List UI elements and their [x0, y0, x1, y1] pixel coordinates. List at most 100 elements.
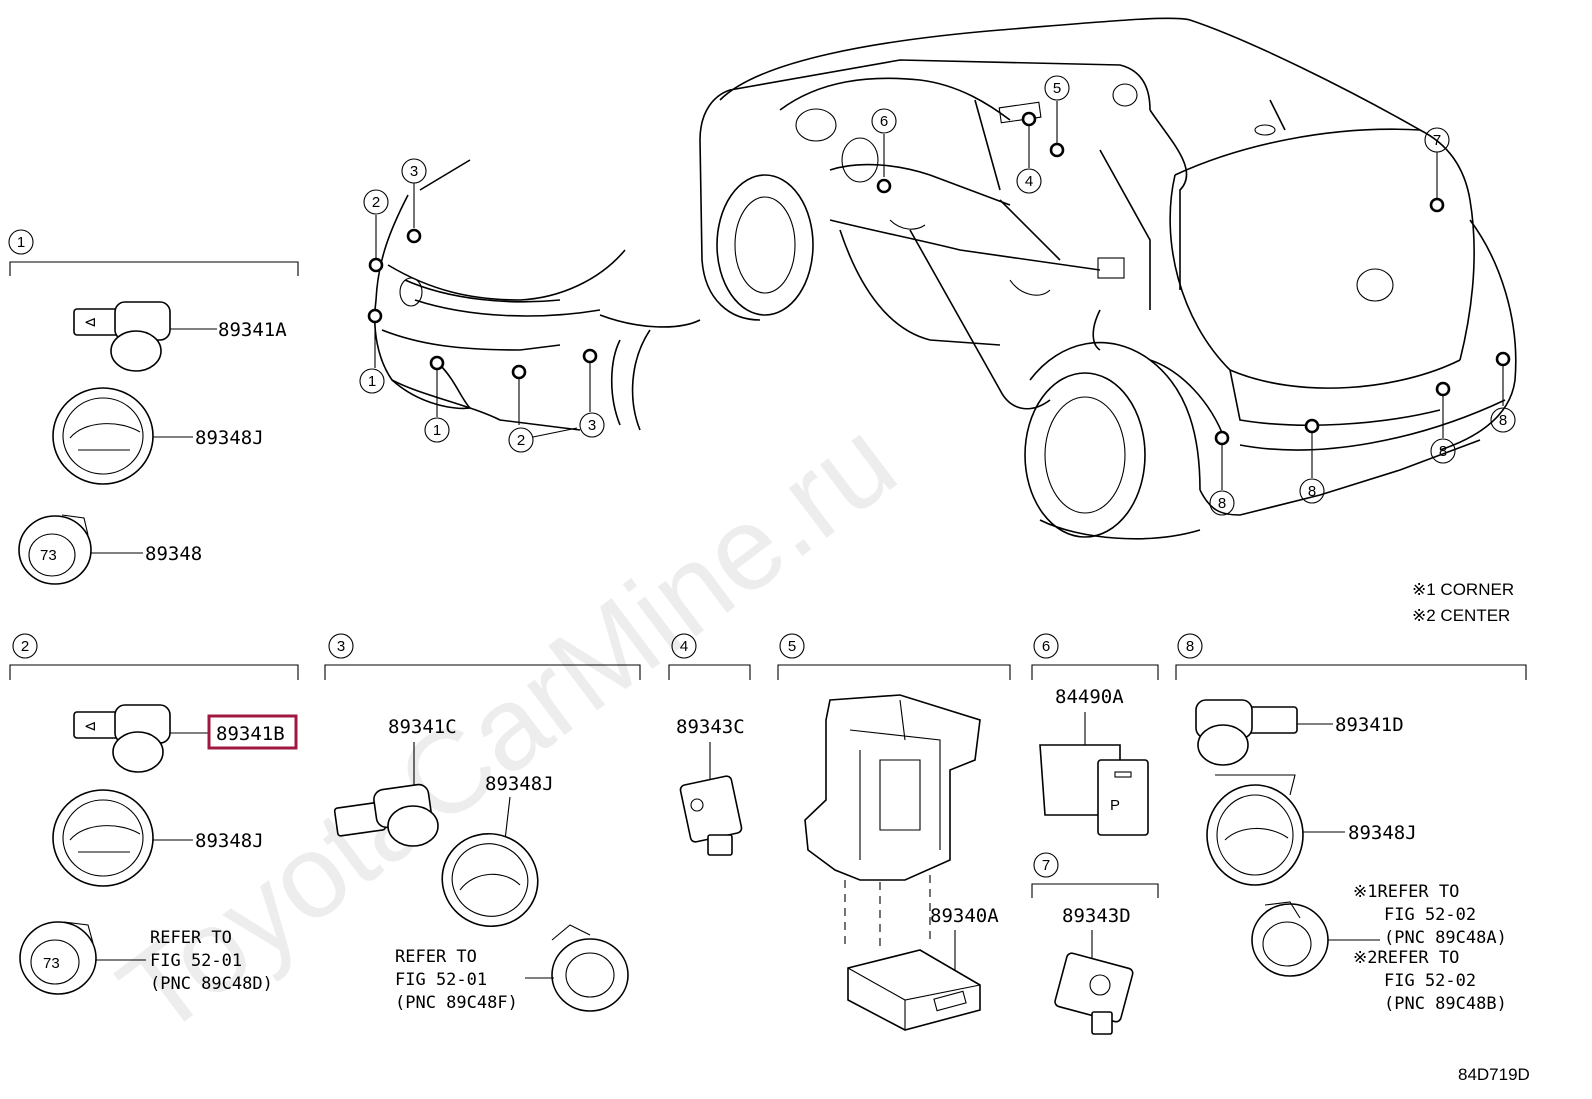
part-number-89341D[interactable]: 89341D — [1335, 714, 1404, 736]
sensor-89343D-drawing — [1054, 952, 1134, 1035]
svg-text:4: 4 — [1025, 173, 1033, 190]
refer-pnc-g8b: (PNC 89C48B) — [1384, 994, 1507, 1014]
sensor-89341A-drawing: ⊲ — [73, 301, 171, 372]
part-number-89348[interactable]: 89348 — [145, 543, 202, 565]
car-dot-5 — [1049, 142, 1065, 158]
front-sensor-dot-6 — [406, 228, 422, 244]
svg-text:6: 6 — [880, 113, 888, 130]
svg-text:8: 8 — [1439, 443, 1447, 460]
svg-text:2: 2 — [517, 432, 525, 449]
svg-text:5: 5 — [788, 638, 796, 655]
car-dot-8c — [1435, 381, 1451, 397]
sensor-89341B-drawing: ⊲ — [73, 704, 171, 773]
refer-fig-g8a[interactable]: FIG 52-02 — [1384, 905, 1476, 925]
callout-car-8b: 8 — [1299, 478, 1325, 504]
bezel-89348-drawing: 73 — [18, 514, 92, 585]
svg-text:8: 8 — [1186, 638, 1194, 655]
part-number-89343D[interactable]: 89343D — [1062, 905, 1131, 927]
refer-fig-g3[interactable]: FIG 52-01 — [395, 970, 487, 990]
group-3: 3 89341C 89348J REFER TO FIG 52-01 (PNC … — [324, 633, 641, 1013]
refer-fig-g2[interactable]: FIG 52-01 — [150, 951, 242, 971]
group-3-number: 3 — [328, 633, 354, 659]
bezel-89C48F-drawing — [551, 924, 629, 1012]
group-5-number: 5 — [779, 633, 805, 659]
module-89340A-drawing — [847, 949, 981, 1031]
part-number-89341A[interactable]: 89341A — [218, 319, 287, 341]
group-4: 4 89343C — [668, 633, 751, 856]
front-sensor-dot-5 — [368, 257, 384, 273]
car-dot-6 — [876, 178, 892, 194]
part-number-89348J-g2[interactable]: 89348J — [195, 830, 264, 852]
callout-car-8d: 8 — [1490, 407, 1516, 433]
part-number-89348J-g8[interactable]: 89348J — [1348, 822, 1417, 844]
callout-front-1a: 1 — [359, 368, 385, 394]
svg-text:7: 7 — [1042, 857, 1050, 874]
refer-pnc-g2: (PNC 89C48D) — [150, 974, 273, 994]
sensor-89343C-drawing — [679, 775, 743, 856]
svg-text:2: 2 — [21, 638, 29, 655]
retainer-89348J-g8-drawing — [1206, 774, 1304, 886]
callout-car-8a: 8 — [1209, 490, 1235, 516]
refer-pnc-g3: (PNC 89C48F) — [395, 993, 518, 1013]
sensor-89341C-drawing — [333, 783, 439, 847]
callout-front-1b: 1 — [424, 417, 450, 443]
part-number-89348J-g1[interactable]: 89348J — [195, 427, 264, 449]
callout-front-2b: 2 — [508, 427, 534, 453]
callout-car-8c: 8 — [1430, 438, 1456, 464]
front-sensor-dot-1 — [367, 308, 383, 324]
part-number-84490A[interactable]: 84490A — [1055, 686, 1124, 708]
svg-text:5: 5 — [1053, 80, 1061, 97]
svg-text:73: 73 — [40, 547, 57, 564]
svg-text:7: 7 — [1433, 132, 1441, 149]
front-sensor-dot-4 — [582, 348, 598, 364]
car-dot-8d — [1495, 351, 1511, 367]
group-7: 7 89343D — [1031, 852, 1159, 1035]
callout-car-5: 5 — [1044, 75, 1070, 101]
sensor-89341D-drawing — [1195, 699, 1298, 766]
bracket-drawing — [804, 694, 981, 881]
group-8: 8 89341D 89348J ※1REFER TO FIG 52-02 (PN… — [1175, 633, 1527, 1014]
part-number-89341B[interactable]: 89341B — [216, 723, 285, 745]
part-number-89340A[interactable]: 89340A — [930, 905, 999, 927]
refer-pnc-g8a: (PNC 89C48A) — [1384, 928, 1507, 948]
svg-text:⊲: ⊲ — [84, 314, 97, 331]
callout-car-4: 4 — [1016, 168, 1042, 194]
svg-text:4: 4 — [680, 638, 688, 655]
svg-text:8: 8 — [1499, 412, 1507, 429]
car-dot-4 — [1021, 111, 1037, 127]
refer-label-g8a: ※1REFER TO — [1353, 882, 1459, 902]
callout-front-3b: 3 — [579, 412, 605, 438]
front-sensor-dot-2 — [429, 355, 445, 371]
part-number-89343C[interactable]: 89343C — [676, 716, 745, 738]
switch-84490A-drawing: P — [1039, 744, 1149, 836]
car-dot-7 — [1429, 197, 1445, 213]
group-7-number: 7 — [1033, 852, 1059, 878]
group-2: 2 ⊲ 89341B 89348J 73 REFER TO FIG 52-01 … — [9, 633, 299, 995]
callout-front-3a: 3 — [401, 158, 427, 184]
group-8-number: 8 — [1177, 633, 1203, 659]
group-1-number: 1 — [8, 229, 34, 255]
callout-car-7: 7 — [1424, 127, 1450, 153]
group-5: 5 89340A — [777, 633, 1011, 1031]
svg-text:6: 6 — [1042, 638, 1050, 655]
group-1: 1 ⊲ 89341A 89348J 73 89348 — [8, 229, 299, 585]
front-bumper-view — [373, 159, 701, 438]
svg-text:3: 3 — [410, 163, 418, 180]
svg-text:1: 1 — [368, 373, 376, 390]
car-cutaway-view — [699, 17, 1517, 540]
refer-label-g2: REFER TO — [150, 928, 232, 948]
callout-front-2a: 2 — [363, 189, 389, 215]
part-number-89348J-g3[interactable]: 89348J — [485, 773, 554, 795]
callout-car-6: 6 — [871, 108, 897, 134]
group-6-number: 6 — [1033, 633, 1059, 659]
svg-text:P: P — [1110, 797, 1120, 814]
part-number-89341C[interactable]: 89341C — [388, 716, 457, 738]
note-center: ※2 CENTER — [1412, 606, 1510, 625]
note-corner: ※1 CORNER — [1412, 580, 1514, 599]
svg-text:8: 8 — [1308, 483, 1316, 500]
retainer-89348J-g3-drawing — [441, 832, 539, 928]
refer-label-g3: REFER TO — [395, 947, 477, 967]
highlight-box — [207, 714, 298, 750]
refer-fig-g8b[interactable]: FIG 52-02 — [1384, 971, 1476, 991]
